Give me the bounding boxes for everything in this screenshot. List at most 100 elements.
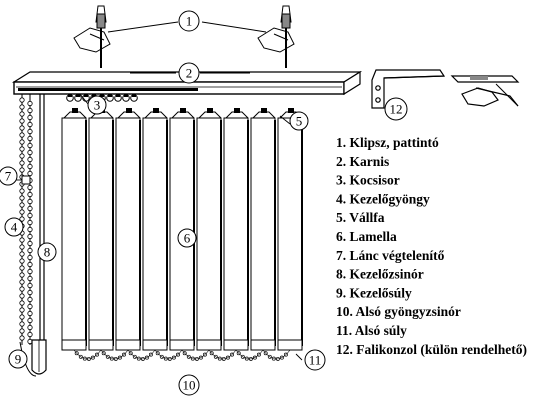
bead bbox=[27, 156, 33, 163]
legend-item: 12. Falikonzol (külön rendelhető) bbox=[336, 342, 527, 357]
clip-right-icon bbox=[257, 5, 295, 68]
bead bbox=[27, 226, 33, 233]
callout-number: 4 bbox=[11, 220, 18, 235]
bead bbox=[19, 244, 25, 250]
bead bbox=[27, 324, 33, 331]
bead bbox=[27, 191, 33, 198]
wall-bracket-icon bbox=[371, 69, 520, 109]
legend-item: 8. Kezelőzsinór bbox=[336, 267, 424, 282]
bead bbox=[19, 153, 25, 159]
carrier-top bbox=[116, 94, 120, 97]
bead bbox=[27, 275, 33, 282]
callout-3: 3 bbox=[87, 95, 107, 115]
bead bbox=[27, 100, 33, 107]
callout-number: 1 bbox=[186, 14, 193, 29]
bead bbox=[27, 303, 33, 310]
vane-group bbox=[61, 108, 303, 351]
carrier-top bbox=[132, 94, 136, 97]
callout-10: 10 bbox=[178, 374, 200, 396]
callout-number: 11 bbox=[309, 353, 322, 368]
vane bbox=[169, 108, 195, 351]
carrier-top bbox=[108, 94, 112, 97]
control-cord bbox=[39, 94, 45, 352]
bead bbox=[19, 160, 25, 166]
bead bbox=[19, 237, 25, 243]
callout-2: 2 bbox=[178, 62, 200, 84]
callout-number: 2 bbox=[186, 66, 193, 81]
vane bbox=[196, 108, 222, 351]
bead bbox=[19, 111, 25, 117]
bead bbox=[27, 233, 33, 240]
bead bbox=[27, 254, 33, 261]
callout-number: 5 bbox=[296, 114, 303, 129]
bead bbox=[27, 149, 33, 156]
bead bbox=[19, 335, 25, 341]
vane bbox=[223, 108, 249, 351]
bead bbox=[27, 107, 33, 114]
legend-item: 10. Alsó gyöngyzsinór bbox=[336, 304, 461, 319]
bead bbox=[19, 272, 25, 278]
bead bbox=[19, 104, 25, 110]
vane bbox=[88, 108, 114, 351]
vane bbox=[277, 108, 303, 351]
legend-item: 7. Lánc végtelenítő bbox=[336, 248, 445, 263]
bottom-bead-chain bbox=[73, 349, 291, 361]
bead bbox=[27, 331, 33, 338]
bead bbox=[19, 300, 25, 306]
bead bbox=[27, 296, 33, 303]
vane bbox=[142, 108, 168, 351]
bead bbox=[19, 279, 25, 285]
legend-item: 4. Kezelőgyöngy bbox=[336, 191, 430, 206]
bead bbox=[27, 163, 33, 170]
bead bbox=[27, 170, 33, 177]
callout-11: 11 bbox=[304, 349, 326, 371]
chain-connector bbox=[21, 175, 31, 185]
carrier-top bbox=[68, 94, 72, 97]
clip-left-icon bbox=[73, 5, 111, 68]
vane bbox=[61, 108, 87, 351]
callout-6: 6 bbox=[177, 228, 197, 248]
carrier-top bbox=[84, 94, 88, 97]
bead bbox=[27, 114, 33, 121]
callout-number: 7 bbox=[5, 169, 12, 184]
bead bbox=[19, 293, 25, 299]
legend-item: 6. Lamella bbox=[336, 229, 397, 244]
bead bbox=[19, 202, 25, 208]
legend-item: 11. Alsó súly bbox=[336, 323, 407, 338]
callout-8: 8 bbox=[37, 242, 57, 262]
carrier-top bbox=[92, 94, 96, 97]
carrier-top bbox=[100, 94, 104, 97]
bead bbox=[19, 321, 25, 327]
bead bbox=[27, 317, 33, 324]
bead bbox=[19, 328, 25, 334]
bead bbox=[19, 188, 25, 194]
bead bbox=[27, 261, 33, 268]
bead bbox=[19, 251, 25, 257]
callout-1: 1 bbox=[178, 10, 200, 32]
bead bbox=[19, 97, 25, 103]
callout-5: 5 bbox=[289, 111, 309, 131]
bead bbox=[19, 167, 25, 173]
carrier-top bbox=[124, 94, 128, 97]
callout-12: 12 bbox=[384, 97, 408, 121]
bead bbox=[27, 205, 33, 212]
bead bbox=[27, 184, 33, 191]
bead bbox=[27, 198, 33, 205]
vane bbox=[115, 108, 141, 351]
bead bbox=[27, 212, 33, 219]
bead bbox=[27, 142, 33, 149]
vane bbox=[250, 108, 276, 351]
bead bbox=[27, 247, 33, 254]
legend-item: 5. Vállfa bbox=[336, 210, 385, 225]
callout-number: 8 bbox=[44, 245, 51, 260]
legend-item: 1. Klipsz, pattintó bbox=[336, 135, 439, 150]
bead bbox=[19, 146, 25, 152]
bead bbox=[27, 128, 33, 135]
bead bbox=[19, 125, 25, 131]
bead bbox=[27, 240, 33, 247]
bead bbox=[27, 121, 33, 128]
bead bbox=[19, 118, 25, 124]
callout-7: 7 bbox=[0, 166, 18, 186]
